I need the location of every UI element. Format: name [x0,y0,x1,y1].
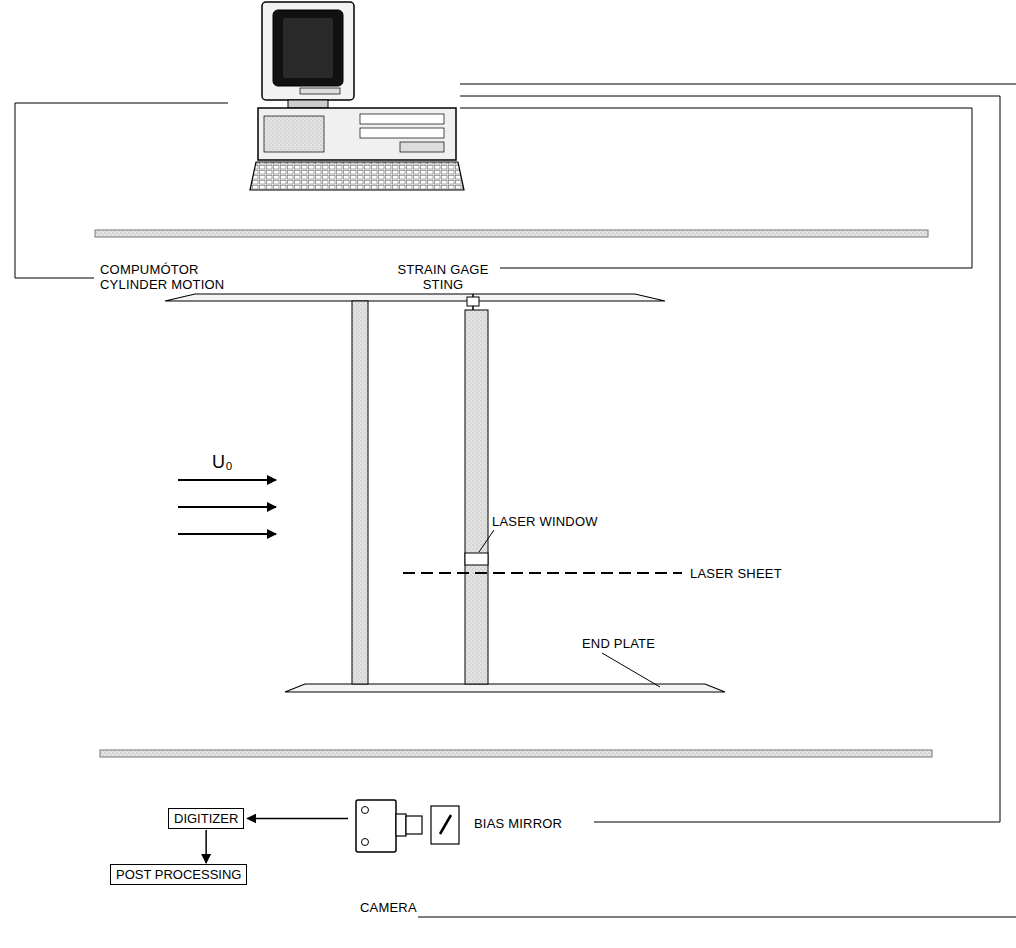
process-box: POST PROCESSING [110,864,247,885]
end-plate [285,684,725,692]
box-text: POST PROCESSING [116,867,241,882]
part-label: BIAS MIRROR [474,816,562,831]
flow-arrow [178,533,276,535]
camera-wire [418,917,1016,918]
drive-slot [360,128,444,138]
flow-arrows [178,480,276,534]
upstream-cylinder [352,301,368,684]
part-label: LASER WINDOW [492,514,598,529]
screen-glare [283,18,333,78]
motion-wire [15,103,228,278]
camera-reel [362,839,369,846]
camera-reel [362,807,369,814]
drive-slot [400,142,444,152]
camera-mount [396,814,406,836]
leader-line [479,530,494,552]
part-label: END PLATE [582,636,655,651]
front-panel [264,116,324,152]
camera-lens [406,816,422,834]
strain-gage-wire [460,108,972,268]
signal-arrow [247,818,348,820]
laser-sheet [403,572,682,574]
monitor-screen [273,10,343,86]
end-plate [165,294,665,301]
leader-line [602,653,660,687]
tunnel-wall [95,230,928,237]
monitor-badge [300,88,340,94]
test-cylinder [465,310,488,684]
part-label: LASER SHEET [690,566,782,581]
box-text: DIGITIZER [174,811,238,826]
system-unit [258,108,456,160]
keyboard [250,162,464,190]
drive-slot [360,114,444,124]
laser-window [465,553,488,565]
monitor-stand [288,100,328,108]
strain-gage [467,297,479,306]
process-box: DIGITIZER [168,808,244,829]
part-label: STRAIN GAGE STING [393,262,493,292]
flow-arrow [205,830,207,863]
part-label: U₀ [212,452,233,472]
computer [250,2,464,190]
mirror-wire [460,96,1000,822]
part-label: CAMERA [360,900,417,915]
tunnel-wall [100,750,932,757]
camera-wire [460,84,1016,85]
camera [356,800,422,852]
monitor [262,2,354,100]
camera-body [356,800,396,852]
bias-mirror [431,806,459,844]
flow-arrow [178,506,276,508]
wires [15,84,1016,917]
mirror-face [440,815,451,834]
flow-arrow [178,479,276,481]
part-label: COMPUMÓTOR CYLINDER MOTION [100,262,240,292]
